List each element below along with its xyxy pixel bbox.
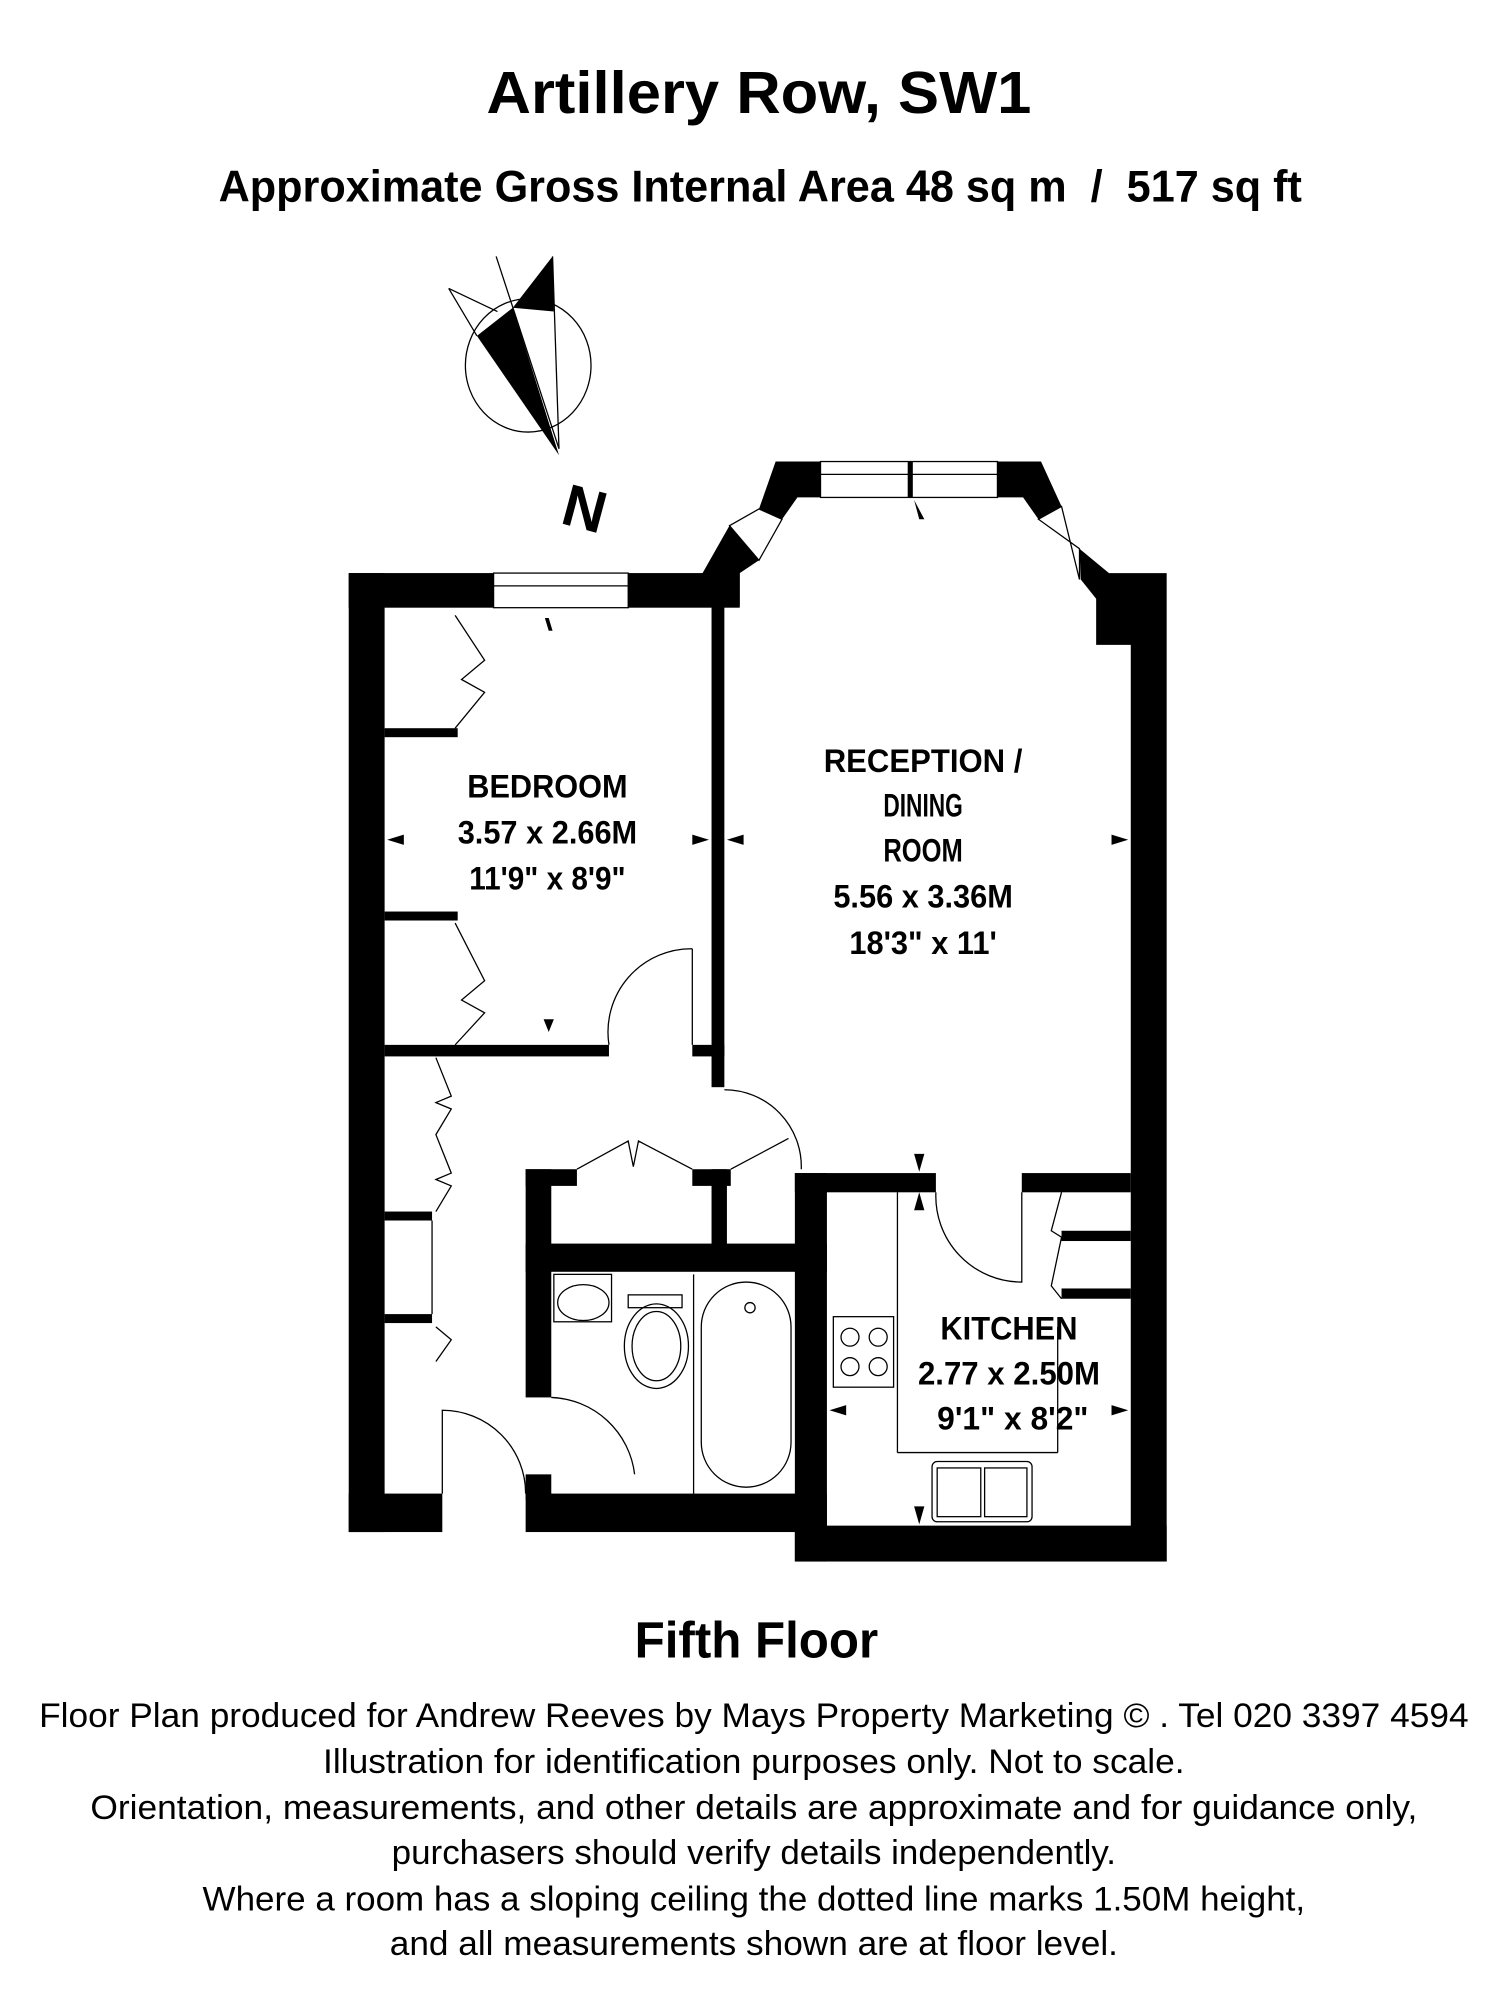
disclaimer-line: Floor Plan produced for Andrew Reeves by…: [39, 1697, 1468, 1735]
disclaimer-line: and all measurements shown are at floor …: [390, 1925, 1118, 1963]
north-arrow-icon: [448, 256, 592, 456]
disclaimer-line: Illustration for identification purposes…: [323, 1743, 1185, 1781]
sink-icon: [931, 1460, 1033, 1523]
room-size-metric: 2.77 x 2.50M: [918, 1356, 1100, 1392]
hob-icon: [832, 1316, 895, 1388]
disclaimer: Floor Plan produced for Andrew Reeves by…: [39, 1697, 1468, 1963]
fixtures: [387, 500, 1129, 1525]
disclaimer-line: Where a room has a sloping ceiling the d…: [203, 1880, 1306, 1918]
room-bedroom: BEDROOM 3.57 x 2.66M 11'9" x 8'9": [458, 768, 637, 896]
room-size-imperial: 9'1" x 8'2": [937, 1400, 1088, 1436]
room-name: DINING: [883, 788, 962, 824]
room-size-metric: 5.56 x 3.36M: [833, 879, 1012, 915]
disclaimer-line: Orientation, measurements, and other det…: [90, 1789, 1417, 1827]
room-size-imperial: 18'3" x 11': [849, 925, 996, 961]
walls: [348, 460, 1167, 1562]
room-size-metric: 3.57 x 2.66M: [458, 815, 637, 851]
area-subtitle: Approximate Gross Internal Area 48 sq m …: [219, 160, 1302, 211]
room-name: KITCHEN: [940, 1311, 1077, 1347]
room-name: BEDROOM: [467, 768, 627, 804]
property-title: Artillery Row, SW1: [487, 61, 1032, 126]
floor-label: Fifth Floor: [635, 1612, 879, 1669]
room-reception: RECEPTION / DINING ROOM 5.56 x 3.36M 18'…: [824, 743, 1023, 961]
room-name: RECEPTION /: [824, 743, 1023, 779]
room-size-imperial: 11'9" x 8'9": [469, 861, 625, 897]
room-name: ROOM: [883, 833, 962, 869]
disclaimer-line: purchasers should verify details indepen…: [392, 1834, 1116, 1872]
north-label: N: [556, 472, 614, 546]
room-kitchen: KITCHEN 2.77 x 2.50M 9'1" x 8'2": [918, 1311, 1100, 1437]
